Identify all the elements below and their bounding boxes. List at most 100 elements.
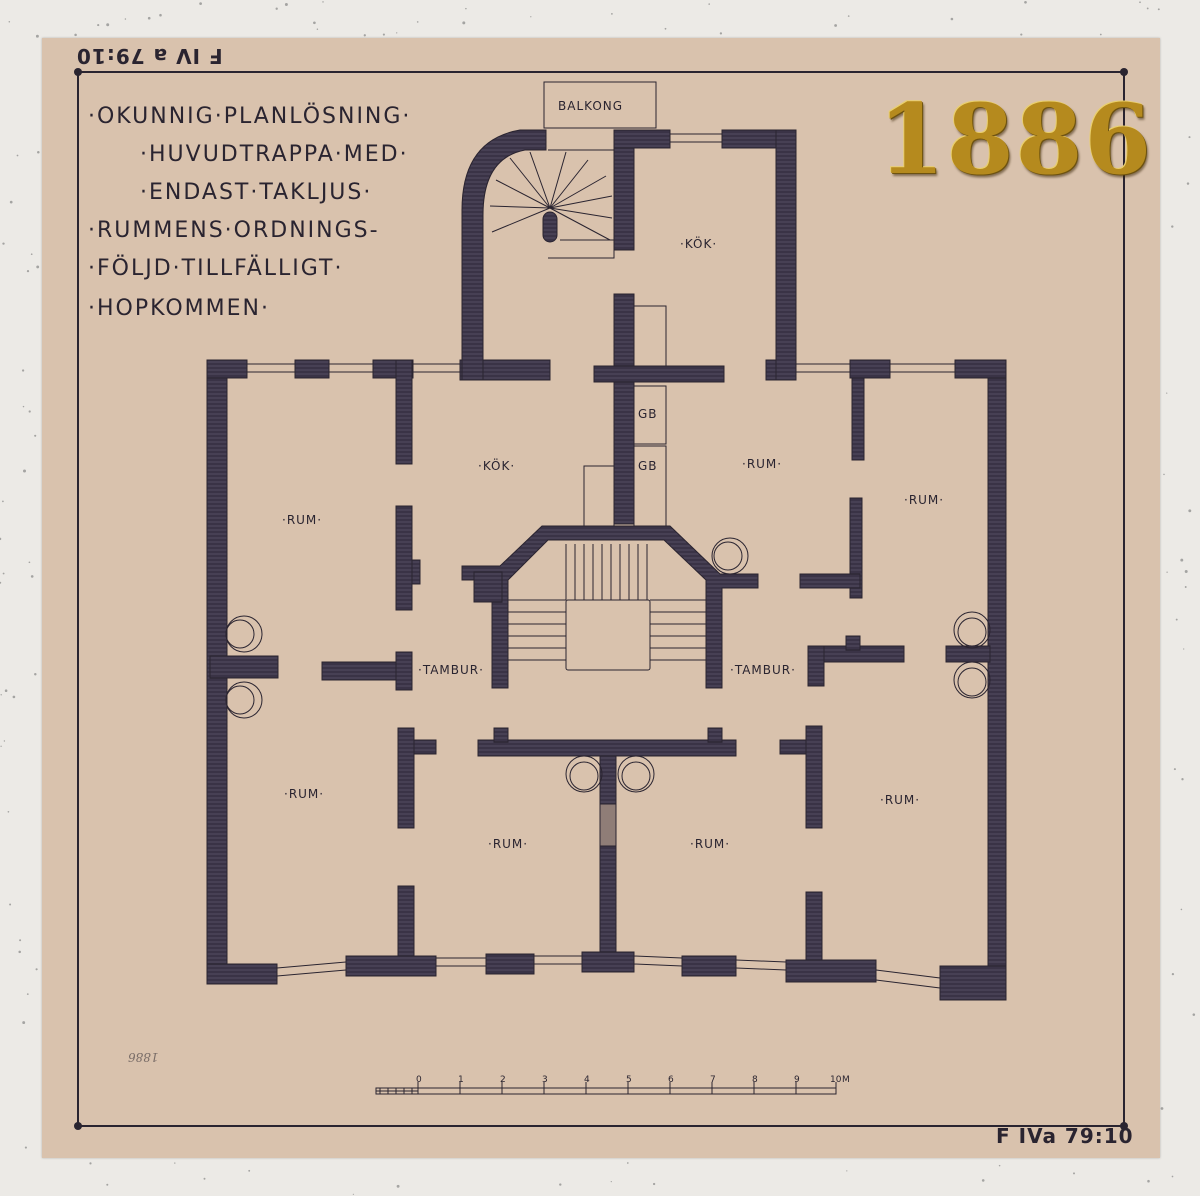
speckle-dot: [174, 1162, 176, 1164]
speckle-dot: [16, 154, 19, 157]
speckle-dot: [1184, 570, 1188, 573]
room-label-gb-1: GB: [638, 407, 658, 421]
windows: [247, 133, 955, 989]
scale-tick-label: 10: [830, 1075, 842, 1085]
speckle-dot: [316, 28, 319, 30]
pencil-note: 1886: [128, 1050, 159, 1064]
room-label-rum-left-upper: ·RUM·: [282, 513, 322, 527]
speckle-dot: [18, 950, 21, 954]
heading-line-1: ·OKUNNIG·PLANLÖSNING·: [88, 104, 412, 129]
spiral-stair: [489, 149, 615, 259]
speckle-dot: [1147, 1179, 1150, 1183]
speckle-dot: [2, 242, 5, 245]
door-void: [599, 803, 617, 847]
speckle-dot: [846, 1170, 848, 1172]
room-label-rum-upper-mid: ·RUM·: [742, 457, 782, 471]
speckle-dot: [352, 1193, 355, 1195]
speckle-dot: [4, 689, 8, 692]
speckle-dot: [396, 32, 398, 34]
heading-line-5: ·FÖLJD·TILLFÄLLIGT·: [88, 256, 344, 281]
speckle-dot: [1181, 778, 1184, 781]
speckle-dot: [159, 13, 162, 17]
speckle-dot: [847, 15, 850, 17]
speckle-dot: [652, 1182, 656, 1186]
speckle-dot: [1171, 972, 1175, 976]
speckle-dot: [363, 34, 366, 37]
archive-code-bottom-right: F IVa 79:10: [996, 1124, 1134, 1148]
speckle-dot: [89, 1162, 92, 1165]
scale-tick-label: 6: [668, 1075, 674, 1085]
scale-tick-label: 2: [500, 1075, 506, 1085]
year-label: 1886: [878, 83, 1154, 196]
speckle-dot: [124, 18, 127, 20]
speckle-dot: [1171, 1175, 1174, 1178]
main-stair: [508, 305, 706, 671]
speckle-dot: [1163, 473, 1165, 476]
speckle-dot: [8, 20, 11, 23]
frame-border: [77, 71, 1125, 1127]
speckle-dot: [28, 561, 31, 564]
heading-line-6: ·HOPKOMMEN·: [88, 296, 270, 321]
speckle-dot: [416, 21, 419, 23]
speckle-dot: [203, 1177, 206, 1180]
speckle-dot: [21, 369, 25, 372]
speckle-dot: [1072, 1172, 1076, 1175]
speckle-dot: [275, 7, 278, 10]
speckle-dot: [3, 740, 6, 742]
room-label-kok-mid: ·KÖK·: [478, 457, 515, 473]
speckle-dot: [2, 572, 5, 575]
scale-tick-label: 8: [752, 1075, 758, 1085]
speckle-dot: [1166, 392, 1168, 394]
room-labels: BALKONG ·KÖK· ·KÖK· GB GB ·RUM· ·RUM· ·R…: [282, 99, 944, 851]
speckle-dot: [465, 7, 467, 10]
speckle-dot: [35, 34, 39, 38]
speckle-dot: [24, 1146, 27, 1149]
speckle-dot: [626, 1162, 629, 1164]
archive-code-top-left: F IV a 79:10: [76, 44, 223, 68]
room-label-tambur-right: ·TAMBUR·: [730, 663, 796, 677]
room-label-rum-right-upper: ·RUM·: [904, 493, 944, 507]
speckle-dot: [322, 1, 324, 3]
frame-corner-dot: [74, 1122, 82, 1130]
speckle-dot: [1180, 908, 1183, 911]
speckle-dot: [106, 23, 110, 27]
scale-unit: M: [842, 1075, 850, 1085]
speckle-dot: [1099, 33, 1102, 36]
scale-tick-label: 1: [458, 1075, 464, 1085]
speckle-dot: [0, 537, 2, 541]
speckle-dot: [1173, 768, 1176, 771]
speckle-dot: [1160, 1107, 1164, 1110]
speckle-dot: [9, 200, 13, 204]
speckle-dot: [1166, 571, 1168, 573]
stoves: [225, 537, 991, 793]
speckle-dot: [1139, 1, 1141, 4]
speckle-dot: [1183, 648, 1185, 650]
speckle-dot: [396, 1184, 400, 1188]
speckle-dot: [1180, 558, 1184, 562]
room-label-balkong: BALKONG: [558, 99, 623, 113]
speckle-dot: [559, 1183, 562, 1186]
speckle-dot: [199, 2, 202, 5]
speckle-dot: [284, 3, 288, 6]
scale-tick-label: 7: [710, 1075, 716, 1085]
heading-line-3: ·ENDAST·TAKLJUS·: [140, 180, 373, 205]
speckle-dot: [462, 21, 466, 25]
speckle-dot: [0, 581, 2, 584]
speckle-dot: [382, 33, 385, 36]
room-label-kok-top: ·KÖK·: [680, 235, 717, 251]
walls: [206, 129, 1007, 1001]
speckle-dot: [950, 17, 954, 21]
speckle-dot: [0, 694, 2, 696]
speckle-dot: [30, 253, 33, 256]
speckle-dot: [26, 269, 30, 273]
balcony-outline: [543, 81, 657, 129]
speckle-dot: [1020, 33, 1023, 36]
speckle-dot: [28, 410, 31, 413]
speckle-dot: [37, 150, 40, 154]
speckle-dot: [610, 1180, 612, 1183]
speckle-dot: [1175, 618, 1178, 621]
speckle-dot: [147, 16, 151, 20]
speckle-dot: [36, 265, 40, 269]
speckle-dot: [34, 434, 37, 437]
